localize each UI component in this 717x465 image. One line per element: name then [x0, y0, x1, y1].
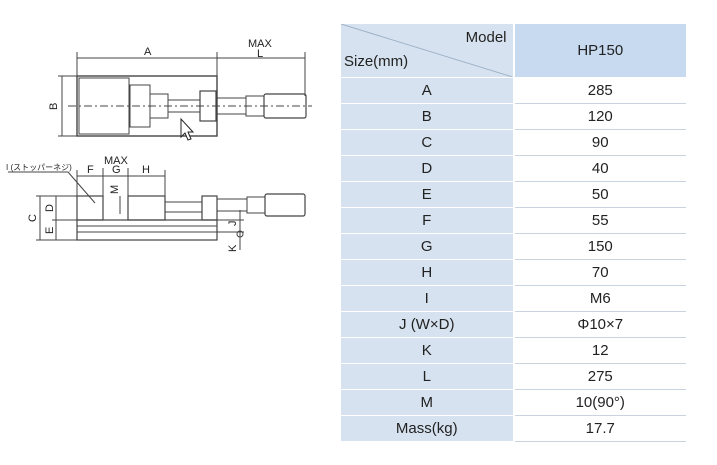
corner-diagonal	[341, 24, 513, 77]
row-value: 120	[513, 103, 686, 130]
dim-j-label: J	[227, 221, 239, 227]
row-value: Φ10×7	[513, 311, 686, 338]
row-value: 275	[513, 363, 686, 390]
row-label: A	[341, 77, 515, 104]
row-value: 150	[513, 233, 686, 260]
row-value: 10(90°)	[513, 389, 686, 416]
table-header-row: Model Size(mm) HP150	[341, 24, 686, 78]
row-value: 285	[513, 77, 686, 104]
row-value: 55	[513, 207, 686, 234]
row-label: H	[341, 259, 515, 286]
model-header-label: Model	[465, 29, 507, 46]
row-value: M6	[513, 285, 686, 312]
dim-f-label: F	[87, 164, 94, 176]
mouse-cursor-icon	[180, 117, 195, 141]
stopper-screw-note: I (ストッパーネジ)	[6, 163, 72, 172]
row-label: M	[341, 389, 515, 416]
row-value: 70	[513, 259, 686, 286]
size-header-label: Size(mm)	[344, 53, 409, 70]
dim-max-label: MAX	[248, 38, 273, 50]
row-label: D	[341, 155, 515, 182]
dim-d-label: D	[44, 204, 56, 212]
row-label: I	[341, 285, 515, 312]
row-value: 12	[513, 337, 686, 364]
row-label: K	[341, 337, 515, 364]
dim-g-label: G	[112, 164, 121, 176]
row-label: G	[341, 233, 515, 260]
row-value: 40	[513, 155, 686, 182]
row-label: J (W×D)	[341, 311, 515, 338]
dim-c-label: C	[27, 214, 39, 222]
dim-max-side-label: MAX	[104, 155, 129, 167]
row-label: F	[341, 207, 515, 234]
dim-l-label: L	[257, 48, 263, 60]
table-corner-header: Model Size(mm)	[341, 24, 515, 78]
dim-e-label: E	[44, 227, 56, 234]
vise-technical-drawing: A MAX L B I (ストッパーネジ) MAX F G H M C D E …	[6, 38, 312, 252]
row-value: 90	[513, 129, 686, 156]
dim-a-label: A	[144, 46, 152, 58]
dim-k-label: K	[227, 244, 239, 252]
dim-h-label: H	[142, 164, 150, 176]
row-label: B	[341, 103, 515, 130]
dim-m-label: M	[109, 185, 121, 194]
row-label: E	[341, 181, 515, 208]
table-row: Mass(kg)17.7	[341, 415, 686, 442]
row-label: L	[341, 363, 515, 390]
dim-b-label: B	[48, 103, 60, 110]
model-name-header: HP150	[513, 24, 686, 78]
table-row: J (W×D)Φ10×7	[341, 311, 686, 338]
row-value: 50	[513, 181, 686, 208]
row-label: Mass(kg)	[341, 415, 515, 442]
row-value: 17.7	[513, 415, 686, 442]
row-label: C	[341, 129, 515, 156]
